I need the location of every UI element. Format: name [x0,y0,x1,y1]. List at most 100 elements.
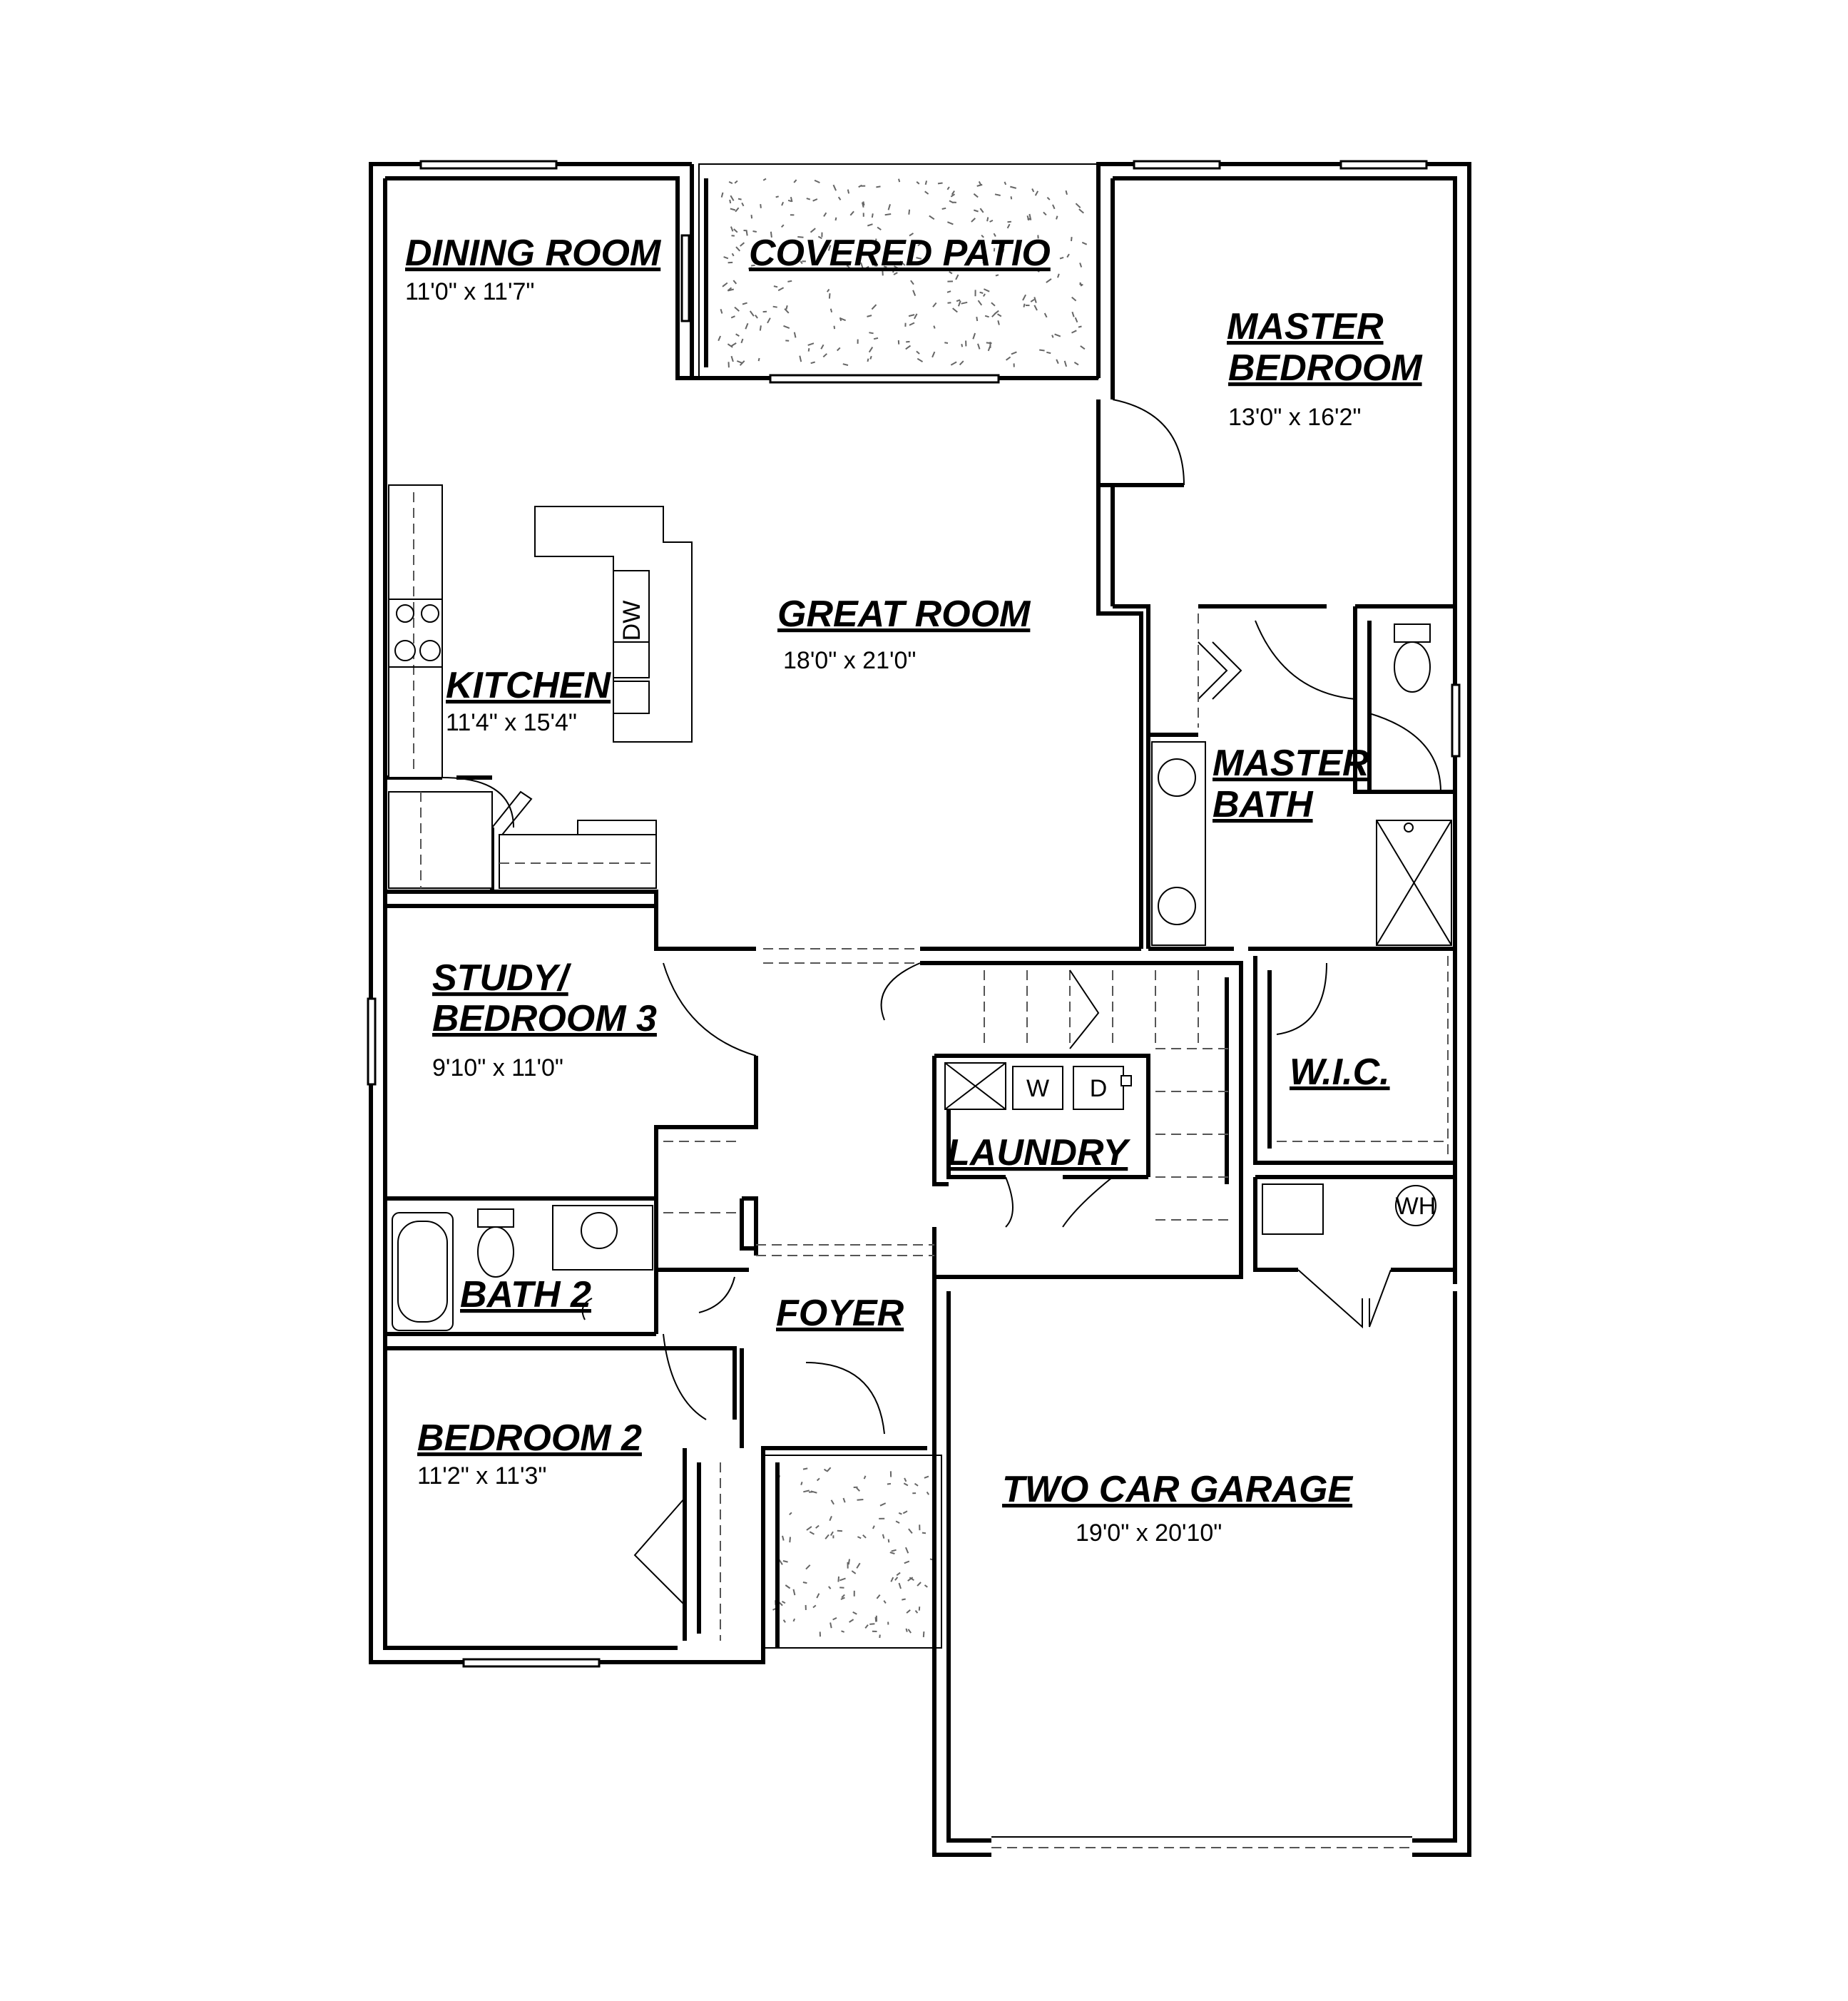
patio-speck [924,1584,928,1588]
stairs [663,613,1449,1641]
patio-speck [961,344,964,347]
patio-speck [867,358,869,362]
patio-speck [986,217,989,222]
patio-speck [793,332,797,338]
covered-patio-name: COVERED PATIO [749,233,1051,274]
patio-speck [790,196,793,203]
patio-speck [720,192,724,198]
patio-speck [777,287,785,292]
patio-speck [891,1549,897,1552]
patio-speck [1057,273,1060,278]
patio-speck [820,344,825,350]
patio-speck [910,280,914,285]
patio-speck [1079,263,1083,268]
patio-speck [1010,185,1017,189]
patio-speck [871,304,877,310]
patio-speck [832,184,837,191]
patio-speck [833,325,836,330]
dryer-label: D [1090,1075,1108,1102]
patio-speck [1074,317,1078,323]
patio-speck [883,265,887,268]
patio-speck [778,1602,783,1607]
patio-speck [840,1597,845,1600]
patio-speck [793,179,797,183]
patio-speck [1056,215,1058,220]
patio-speck [857,1536,862,1539]
patio-speck [730,226,734,232]
patio-speck [730,208,736,211]
dishwasher-label: DW [618,601,645,641]
patio-speck [909,322,915,326]
bedroom2-name: BEDROOM 2 [417,1417,642,1459]
patio-speck [876,185,881,188]
patio-speck [802,1467,808,1470]
patio-speck [862,1534,867,1539]
patio-speck [810,228,816,233]
patio-speck [828,293,831,299]
patio-speck [982,261,987,265]
patio-speck [841,1630,845,1633]
patio-speck [955,274,959,280]
patio-speck [929,215,935,220]
patio-speck [907,1577,914,1582]
patio-speck [1039,349,1045,352]
patio-speck [883,1600,887,1604]
patio-speck [1043,312,1048,318]
patio-speck [736,360,742,364]
patio-speck [951,190,955,195]
patio-speck [914,313,918,320]
patio-speck [941,207,946,210]
patio-speck [1043,211,1047,216]
patio-speck [767,317,771,324]
patio-speck [1059,256,1064,260]
patio-speck [949,200,954,204]
patio-speck [877,226,882,231]
patio-speck [916,257,922,260]
patio-speck [810,361,815,365]
patio-speck [1081,241,1088,245]
patio-speck [782,1619,786,1623]
patio-speck [740,338,744,344]
patio-speck [869,332,874,335]
patio-speck [956,299,961,302]
patio-speck [837,196,842,200]
patio-speck [973,193,979,198]
kitchen-dim: 11'4" x 15'4" [446,709,577,736]
patio-speck [899,260,906,266]
patio-speck [989,220,994,223]
patio-speck [926,1491,930,1495]
patio-speck [800,260,803,265]
patio-speck [812,1604,817,1609]
patio-speck [730,315,735,319]
patio-speck [734,306,740,312]
patio-speck [950,361,957,366]
patio-speck [858,184,862,188]
patio-speck [856,1487,861,1492]
patio-speck [917,357,924,362]
patio-speck [842,1497,846,1503]
patio-speck [830,1500,834,1505]
patio-speck [1022,294,1026,301]
patio-speck [914,1609,919,1614]
garage-dim: 19'0" x 20'10" [1076,1519,1222,1547]
patio-speck [823,1468,827,1472]
patio-speck [792,1589,796,1596]
patio-speck [1010,196,1013,200]
patio-speck [946,290,951,293]
patio-speck [807,342,815,346]
patio-speck [864,265,869,270]
patio-speck [827,245,832,251]
patio-speck [839,1577,846,1582]
patio-speck [1063,360,1068,367]
patio-speck [720,309,723,314]
patio-speck [981,245,986,250]
washer-label: W [1026,1075,1049,1102]
patio-speck [727,287,732,292]
patio-speck [887,1482,892,1485]
master-bath-name-2: BATH [1213,784,1314,825]
patio-speck [887,204,891,210]
patio-speck [893,265,900,270]
patio-speck [1031,188,1035,193]
patio-speck [733,228,738,233]
patio-speck [757,357,760,362]
